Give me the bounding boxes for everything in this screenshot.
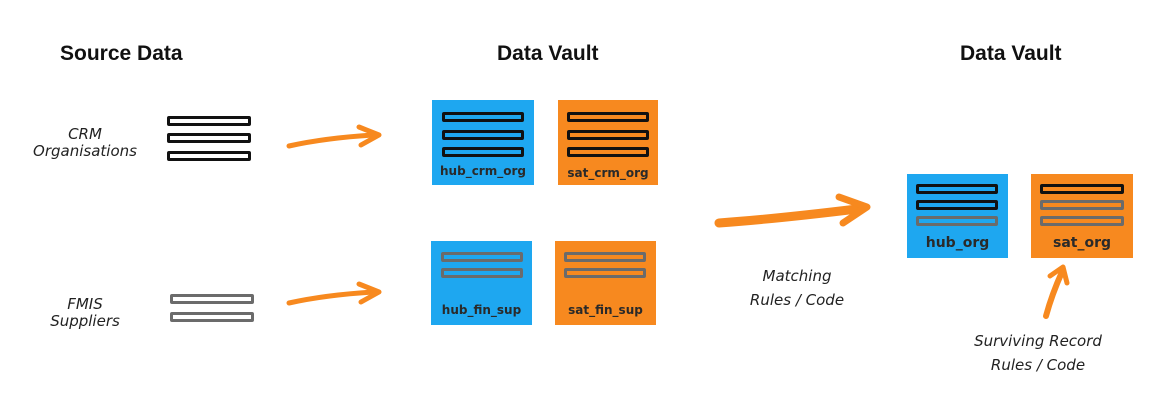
sat-org-table: sat_org bbox=[1031, 174, 1133, 258]
sat-fin-sup-label: sat_fin_sup bbox=[568, 303, 643, 317]
hub-org-table: hub_org bbox=[907, 174, 1008, 258]
arrow-fmis-to-vault-icon bbox=[286, 281, 382, 306]
sat-crm-org-label: sat_crm_org bbox=[567, 166, 649, 180]
hub-org-label: hub_org bbox=[925, 235, 990, 251]
heading-data-vault-raw: Data Vault bbox=[497, 42, 599, 65]
surviving-record-rules-label: Surviving Record Rules / Code bbox=[974, 332, 1102, 374]
matching-rules-label: Matching Rules / Code bbox=[749, 267, 845, 309]
arrow-matching-icon bbox=[714, 193, 871, 228]
heading-source-data: Source Data bbox=[60, 42, 183, 65]
source-label-crm: CRM Organisations bbox=[33, 125, 137, 160]
source-label-fmis: FMIS Suppliers bbox=[50, 295, 120, 330]
sat-fin-sup-table: sat_fin_sup bbox=[555, 241, 656, 325]
hub-fin-sup-label: hub_fin_sup bbox=[441, 303, 522, 317]
sat-org-label: sat_org bbox=[1052, 235, 1112, 251]
heading-data-vault-business: Data Vault bbox=[960, 42, 1062, 65]
arrow-surviving-record-icon bbox=[1043, 264, 1070, 319]
hub-crm-org-table: hub_crm_org bbox=[432, 100, 534, 185]
hub-fin-sup-table: hub_fin_sup bbox=[431, 241, 532, 325]
arrow-crm-to-vault-icon bbox=[286, 124, 382, 149]
sat-crm-org-table: sat_crm_org bbox=[558, 100, 658, 185]
hub-crm-org-label: hub_crm_org bbox=[440, 164, 526, 178]
